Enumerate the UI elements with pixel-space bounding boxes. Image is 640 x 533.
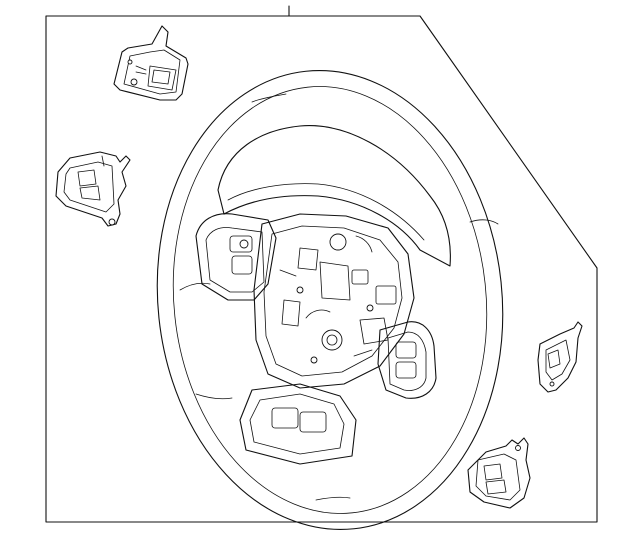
switch-assembly-right (467, 437, 531, 509)
steering-wheel-assembly (156, 70, 504, 530)
switch-assembly-left (55, 151, 131, 227)
diagram-frame (45, 5, 598, 523)
paddle-shifter-right (537, 321, 583, 393)
paddle-shifter-upper-left (113, 25, 189, 101)
